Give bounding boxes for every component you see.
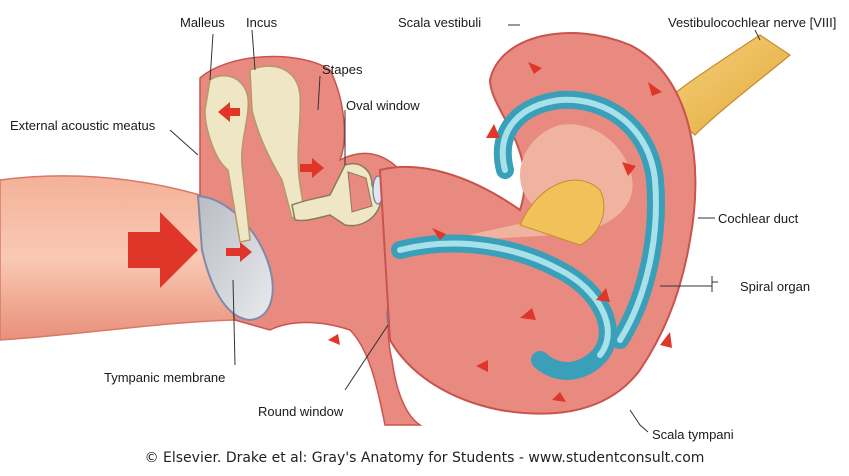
label-scala-tympani: Scala tympani — [652, 427, 734, 442]
label-scala-vestibuli: Scala vestibuli — [398, 15, 481, 30]
label-cochlear-duct: Cochlear duct — [718, 211, 798, 226]
label-external-acoustic-meatus: External acoustic meatus — [10, 118, 155, 133]
label-round-window: Round window — [258, 404, 343, 419]
label-oval-window: Oval window — [346, 98, 420, 113]
label-incus: Incus — [246, 15, 277, 30]
label-tympanic-membrane: Tympanic membrane — [104, 370, 225, 385]
label-malleus: Malleus — [180, 15, 225, 30]
label-vestibulocochlear-nerve: Vestibulocochlear nerve [VIII] — [668, 15, 836, 30]
copyright-credit: © Elsevier. Drake et al: Gray's Anatomy … — [0, 450, 849, 466]
label-stapes: Stapes — [322, 62, 362, 77]
label-spiral-organ: Spiral organ — [740, 279, 810, 294]
